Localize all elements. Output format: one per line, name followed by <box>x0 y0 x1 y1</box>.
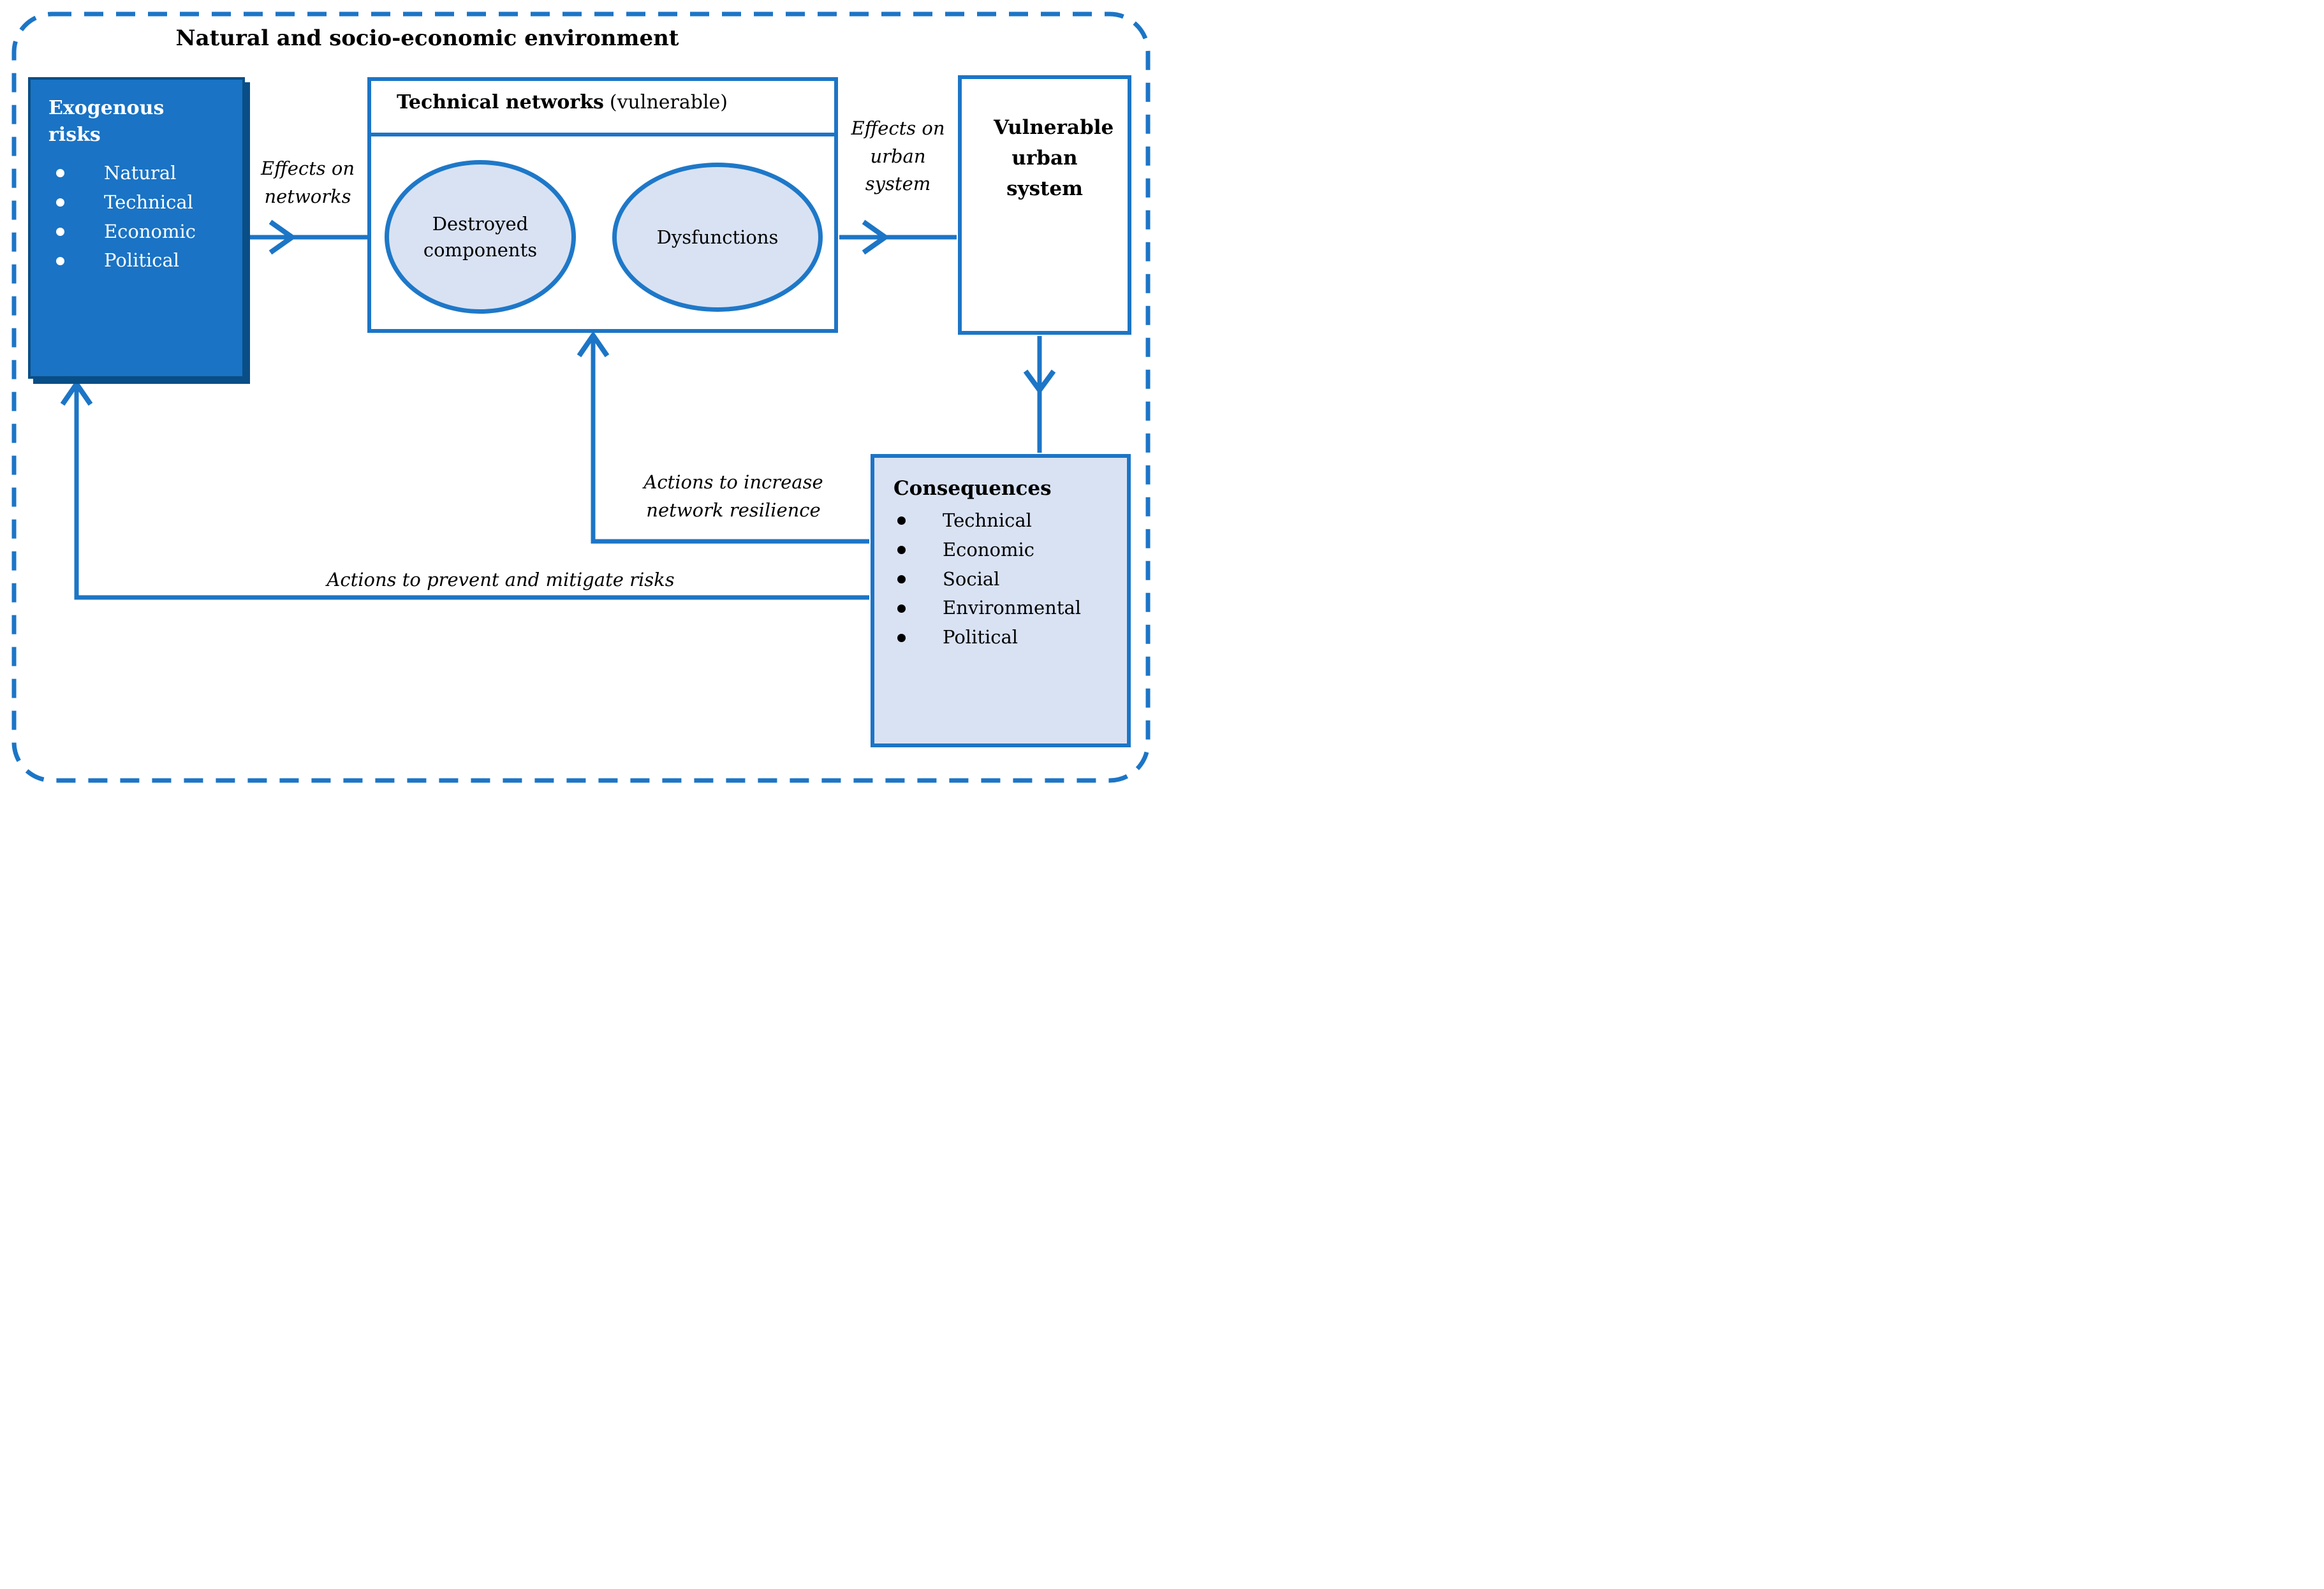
environment-title: Natural and socio-economic environment <box>175 26 679 51</box>
consequence-item-label: Political <box>943 626 1019 648</box>
technical-networks-title: Technical networks <box>397 91 604 113</box>
technical-networks-qualifier: (vulnerable) <box>609 91 728 113</box>
list-item: Environmental <box>894 594 1121 623</box>
consequences-list: Technical Economic Social Environmental … <box>894 506 1121 652</box>
list-item: Technical <box>894 506 1121 536</box>
consequences-title: Consequences <box>894 477 1052 500</box>
consequence-item-label: Social <box>943 568 1000 590</box>
label-actions-prevent-mitigate: Actions to prevent and mitigate risks <box>327 569 675 590</box>
technical-networks-header: Technical networks(vulnerable) <box>371 81 834 136</box>
exogenous-risks-title: Exogenous risks <box>48 97 165 146</box>
bullet-icon <box>56 256 64 265</box>
diagram-canvas: Natural and socio-economic environment E… <box>0 0 1162 794</box>
bullet-icon <box>897 546 906 555</box>
vulnerable-urban-system-title: Vulnerable urban system <box>994 116 1114 201</box>
arrow-networks-to-urban-system <box>839 219 957 255</box>
bullet-icon <box>897 575 906 584</box>
bullet-icon <box>56 228 64 237</box>
risk-item-label: Technical <box>104 191 193 213</box>
arrow-urban-system-to-consequences <box>1023 336 1056 453</box>
destroyed-components-node: Destroyed components <box>385 160 576 314</box>
arrow-risks-to-networks <box>246 219 367 255</box>
vulnerable-urban-system-box: Vulnerable urban system <box>958 75 1131 335</box>
bullet-icon <box>897 604 906 613</box>
consequence-item-label: Technical <box>943 509 1032 531</box>
dysfunctions-label: Dysfunctions <box>656 226 779 248</box>
destroyed-components-label: Destroyed components <box>423 212 538 261</box>
label-effects-on-networks: Effects on networks <box>260 157 355 207</box>
list-item: Economic <box>894 536 1121 565</box>
arrow-consequences-to-networks <box>577 330 869 544</box>
bullet-icon <box>56 169 64 178</box>
label-actions-increase-resilience: Actions to increase network resilience <box>644 471 823 521</box>
connector-arrows <box>11 11 1151 783</box>
consequence-item-label: Environmental <box>943 597 1082 619</box>
list-item: Social <box>894 565 1121 594</box>
list-item: Technical <box>48 188 236 217</box>
environment-dashed-border <box>11 11 1151 783</box>
label-effects-on-urban-system: Effects on urban system <box>851 117 945 194</box>
risk-item-label: Economic <box>104 220 196 242</box>
consequence-item-label: Economic <box>943 538 1035 560</box>
exogenous-risks-box: Exogenous risks Natural Technical Econom… <box>28 77 245 379</box>
risk-item-label: Natural <box>104 162 177 184</box>
list-item: Political <box>894 623 1121 652</box>
bullet-icon <box>897 633 906 642</box>
consequences-box: Consequences Technical Economic Social E… <box>871 454 1131 747</box>
risk-item-label: Political <box>104 249 180 272</box>
list-item: Political <box>48 246 236 275</box>
list-item: Economic <box>48 217 236 247</box>
arrow-consequences-to-risks <box>60 379 869 600</box>
dysfunctions-node: Dysfunctions <box>612 163 823 312</box>
list-item: Natural <box>48 159 236 188</box>
bullet-icon <box>897 516 906 525</box>
exogenous-risks-list: Natural Technical Economic Political <box>48 159 236 275</box>
bullet-icon <box>56 198 64 207</box>
